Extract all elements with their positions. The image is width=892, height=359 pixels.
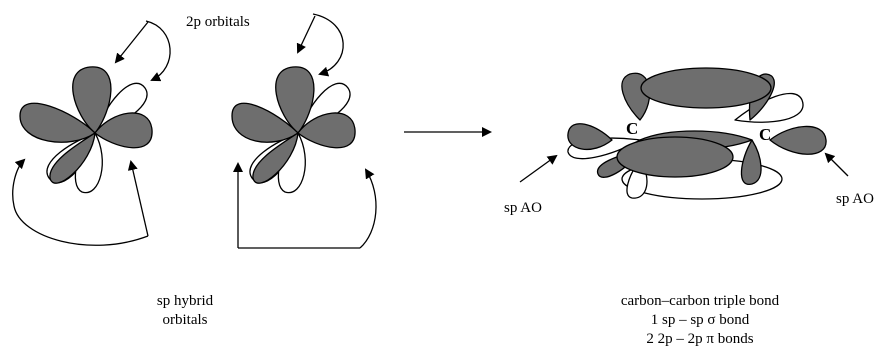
curved-arrow-to-p — [114, 21, 149, 64]
left-caption-line-2: orbitals — [162, 312, 208, 328]
sp-lobe-right — [94, 112, 153, 149]
sp-lobe-up — [72, 66, 112, 134]
left-caption: sp hybrid orbitals — [120, 292, 250, 330]
sp-ao-left-label: sp AO — [504, 200, 542, 216]
curved-arrow-top — [312, 13, 344, 77]
rotation-line-left — [127, 160, 149, 237]
right-caption-line-3: 2 2p – 2p π bonds — [646, 331, 754, 347]
sp-ao-left-pointer — [519, 154, 558, 183]
pi-bond-lower — [616, 136, 734, 178]
sp-ao-left-lobe — [567, 123, 613, 150]
sp-ao-right-label: sp AO — [836, 191, 874, 207]
curved-arrow-to-p — [296, 15, 316, 54]
sp-lobe-down — [49, 132, 96, 184]
two-p-orbitals-label: 2p orbitals — [186, 14, 250, 30]
p-lobe-mid-right — [740, 139, 762, 185]
right-carbon-orbitals — [231, 13, 377, 249]
sp-lobe-left — [19, 102, 96, 143]
sp-lobe-left — [231, 102, 299, 143]
rotation-arc-right — [359, 168, 377, 249]
right-caption-line-1: carbon–carbon triple bond — [620, 293, 780, 309]
sp-lobe-up — [275, 66, 315, 134]
sp-lobe-down — [252, 132, 299, 184]
rotation-arc-left — [12, 158, 149, 246]
sp-ao-right-lobe — [769, 125, 827, 155]
sp-ao-right-pointer — [824, 152, 849, 177]
right-caption-line-2: 1 sp – sp σ bond — [650, 312, 750, 328]
left-carbon-orbitals — [12, 20, 171, 246]
pi-bond-upper — [640, 67, 772, 109]
curved-arrow-top — [145, 20, 171, 82]
right-caption: carbon–carbon triple bond 1 sp – sp σ bo… — [560, 292, 840, 349]
left-caption-line-1: sp hybrid — [156, 293, 214, 309]
sp-lobe-right — [297, 112, 356, 149]
triple-bond-orbitals — [567, 67, 827, 200]
carbon-left-label: C — [626, 119, 638, 138]
carbon-right-label: C — [759, 125, 771, 144]
